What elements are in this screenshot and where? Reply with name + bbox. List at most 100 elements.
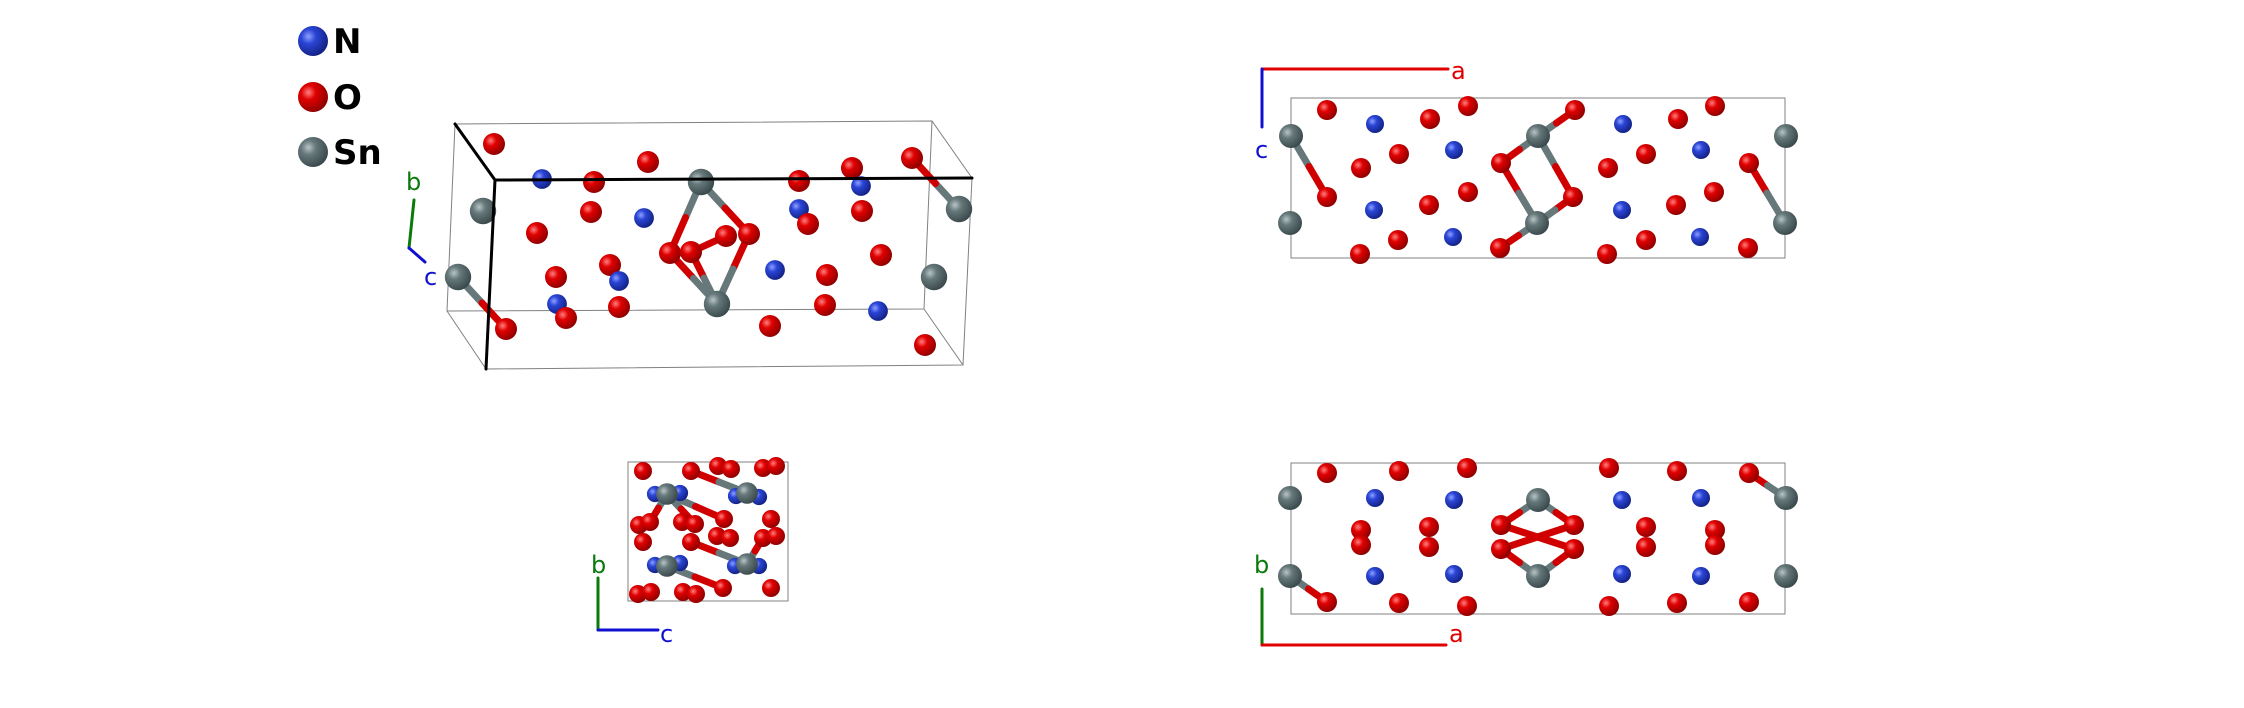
atom-o xyxy=(555,307,577,329)
atom-o xyxy=(1457,458,1477,478)
atom-sn xyxy=(1525,211,1549,235)
atom-o xyxy=(686,515,704,533)
atom-n xyxy=(1445,491,1463,509)
atom-o xyxy=(1668,109,1688,129)
atom-o xyxy=(634,533,652,551)
atom-n xyxy=(609,271,629,291)
atom-o xyxy=(599,254,621,276)
axis-c xyxy=(407,246,427,264)
atom-o xyxy=(1705,96,1725,116)
atom-o xyxy=(788,170,810,192)
atom-o xyxy=(1350,244,1370,264)
atom-o xyxy=(1598,158,1618,178)
legend-label-sn: Sn xyxy=(333,133,382,173)
atom-o xyxy=(759,315,781,337)
atom-o xyxy=(738,223,760,245)
atom-o xyxy=(1491,539,1511,559)
atom-o xyxy=(680,241,702,263)
atom-sn xyxy=(736,553,758,575)
axis-label-c-panel2: c xyxy=(1255,136,1268,164)
atom-o xyxy=(1491,515,1511,535)
panel-perspective xyxy=(407,120,974,371)
axis-label-a-panel2: a xyxy=(1451,57,1466,85)
atom-n xyxy=(1366,115,1384,133)
atom-n xyxy=(1366,489,1384,507)
atom-o xyxy=(583,171,605,193)
atom-n xyxy=(1366,567,1384,585)
panel-view-along-b xyxy=(1260,67,1798,264)
atom-o xyxy=(1457,596,1477,616)
atom-o xyxy=(1317,463,1337,483)
axis-b xyxy=(407,198,416,250)
legend-swatch-n xyxy=(298,26,328,56)
atom-sn xyxy=(1526,564,1550,588)
atom-o xyxy=(1563,187,1583,207)
atom-o xyxy=(721,529,739,547)
atom-o xyxy=(715,510,733,528)
atom-n xyxy=(851,176,871,196)
atom-o xyxy=(1351,535,1371,555)
atom-o xyxy=(637,151,659,173)
atom-sn xyxy=(1774,124,1798,148)
panel-view-along-c xyxy=(1260,458,1798,647)
atom-o xyxy=(1667,593,1687,613)
atom-o xyxy=(1739,463,1759,483)
atom-o xyxy=(714,579,732,597)
atom-o xyxy=(1351,158,1371,178)
legend-label-n: N xyxy=(333,22,361,62)
panel-view-along-a xyxy=(596,457,789,632)
legend-swatch-o xyxy=(298,82,328,112)
atom-o xyxy=(1667,461,1687,481)
atom-o xyxy=(682,533,700,551)
atom-o xyxy=(1666,195,1686,215)
atom-o xyxy=(634,462,652,480)
atom-o xyxy=(1389,593,1409,613)
atom-n xyxy=(1613,201,1631,219)
atom-o xyxy=(1597,244,1617,264)
atom-o xyxy=(659,242,681,264)
atom-o xyxy=(1739,592,1759,612)
atom-o xyxy=(1388,230,1408,250)
atom-o xyxy=(1419,537,1439,557)
atom-o xyxy=(1491,153,1511,173)
atom-o xyxy=(545,266,567,288)
atom-o xyxy=(1636,230,1656,250)
atom-o xyxy=(762,510,780,528)
atom-sn xyxy=(444,263,472,291)
atom-n xyxy=(1692,567,1710,585)
atom-o xyxy=(762,579,780,597)
atom-sn xyxy=(736,482,758,504)
atom-n xyxy=(1445,565,1463,583)
atom-o xyxy=(1389,461,1409,481)
atom-o xyxy=(1636,517,1656,537)
atom-n xyxy=(634,208,654,228)
atom-o xyxy=(814,294,836,316)
atom-n xyxy=(1613,491,1631,509)
axis-label-b-panel3: b xyxy=(591,551,606,579)
atom-o xyxy=(495,318,517,340)
atom-o xyxy=(1317,187,1337,207)
legend-swatch-sn xyxy=(298,137,328,167)
legend-label-o: O xyxy=(333,78,362,118)
atom-sn xyxy=(687,168,715,196)
atom-sn xyxy=(1278,486,1302,510)
atom-o xyxy=(1705,535,1725,555)
atom-o xyxy=(687,585,705,603)
atom-o xyxy=(1705,520,1725,540)
axis-label-b-panel4: b xyxy=(1254,551,1269,579)
atom-o xyxy=(870,244,892,266)
atom-o xyxy=(841,157,863,179)
atom-o xyxy=(1458,96,1478,116)
atom-o xyxy=(1458,182,1478,202)
unit-cell xyxy=(1290,97,1786,259)
atom-o xyxy=(1351,520,1371,540)
atom-o xyxy=(1564,515,1584,535)
atom-o xyxy=(608,296,630,318)
axis-label-c-panel1: c xyxy=(424,263,437,291)
atom-o xyxy=(1636,537,1656,557)
atom-o xyxy=(1704,182,1724,202)
atom-sn xyxy=(1526,488,1550,512)
atom-o xyxy=(715,225,737,247)
atom-sn xyxy=(703,290,731,318)
